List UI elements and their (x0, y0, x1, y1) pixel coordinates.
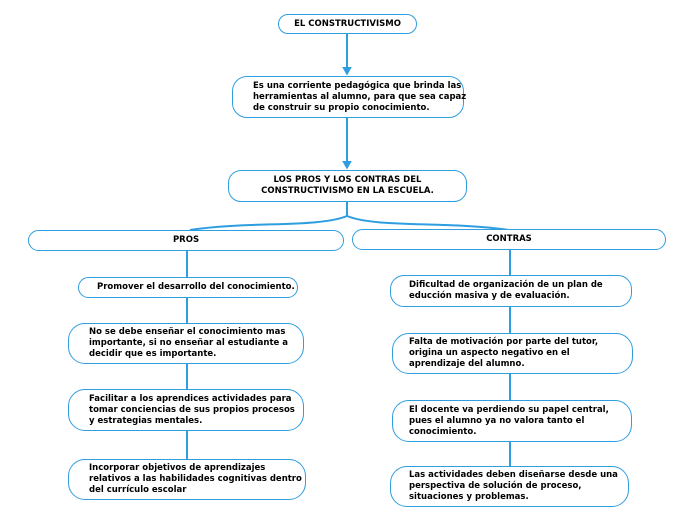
pros-item: No se debe enseñar el conocimiento mas i… (68, 323, 304, 364)
contras-item: Las actividades deben diseñarse desde un… (390, 466, 629, 507)
contras-header: CONTRAS (352, 229, 666, 250)
contras-item: El docente va perdiendo su papel central… (392, 400, 632, 442)
contras-item: Falta de motivación por parte del tutor,… (392, 333, 633, 374)
arrow-down-icon (342, 161, 352, 170)
connector-branch-pros (189, 215, 348, 231)
pros-item: Incorporar objetivos de aprendizajes rel… (68, 459, 306, 500)
pros-header: PROS (28, 230, 344, 251)
pros-item: Promover el desarrollo del conocimiento. (78, 277, 298, 298)
contras-item: Dificultad de organización de un plan de… (390, 275, 632, 307)
definition-node: Es una corriente pedagógica que brinda l… (232, 76, 466, 118)
question-node: LOS PROS Y LOS CONTRAS DEL CONSTRUCTIVIS… (228, 170, 467, 202)
pros-item: Facilitar a los aprendices actividades p… (68, 389, 304, 431)
root-node: EL CONSTRUCTIVISMO (278, 14, 417, 34)
arrow-down-icon (342, 67, 352, 76)
connector-branch-contras (346, 215, 510, 231)
